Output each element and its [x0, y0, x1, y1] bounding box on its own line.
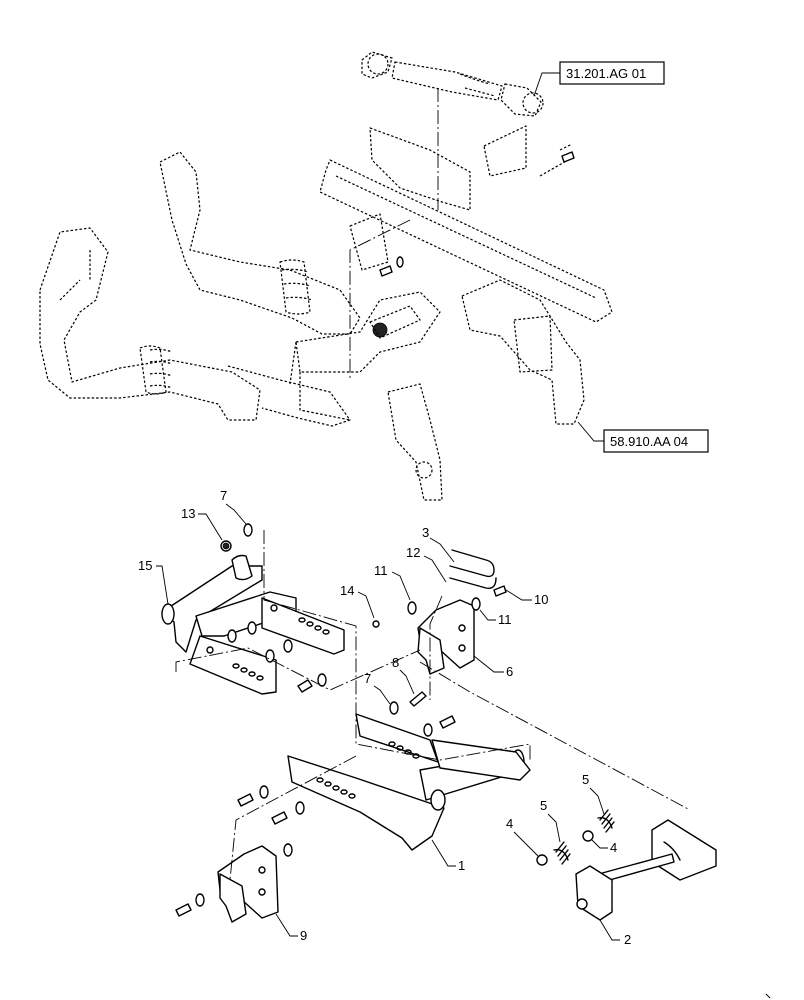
fasteners	[175, 151, 575, 917]
svg-text:6: 6	[506, 664, 513, 679]
svg-text:1: 1	[458, 858, 465, 873]
right-bracket	[461, 279, 585, 425]
svg-text:4: 4	[610, 840, 617, 855]
ref-drive-shaft-label: 31.201.AG 01	[566, 66, 646, 81]
lever-2	[575, 819, 717, 921]
ref-frame[interactable]: 58.910.AA 04	[577, 421, 709, 453]
callout-2[interactable]: 2	[599, 919, 631, 947]
ref-drive-shaft[interactable]: 31.201.AG 01	[533, 61, 665, 97]
svg-text:11: 11	[498, 612, 512, 627]
callout-3[interactable]: 3	[422, 525, 455, 563]
svg-text:4: 4	[506, 816, 513, 831]
callout-5-left[interactable]: 5	[540, 798, 561, 843]
svg-text:13: 13	[181, 506, 195, 521]
callout-14[interactable]: 14	[340, 583, 375, 619]
callout-9[interactable]: 9	[275, 913, 307, 943]
bracket-9	[217, 845, 279, 923]
svg-text:3: 3	[422, 525, 429, 540]
callout-13[interactable]: 13	[181, 506, 223, 541]
callout-7-top[interactable]: 7	[220, 488, 247, 525]
left-lift-arm	[39, 227, 351, 427]
svg-text:7: 7	[220, 488, 227, 503]
callout-7-lower[interactable]: 7	[364, 671, 391, 705]
drive-shaft	[361, 51, 544, 117]
spring-5-a	[553, 841, 571, 865]
washer-4-b	[582, 830, 594, 842]
svg-text:15: 15	[138, 558, 152, 573]
washer-4-a	[536, 854, 548, 866]
callout-1[interactable]: 1	[431, 839, 465, 873]
svg-text:12: 12	[406, 545, 420, 560]
callout-4-right[interactable]: 4	[591, 839, 617, 855]
callout-5-right[interactable]: 5	[582, 772, 605, 815]
callout-11-upper[interactable]: 11	[374, 563, 411, 601]
center-frame	[289, 213, 441, 421]
bracket-6	[417, 599, 475, 675]
svg-text:14: 14	[340, 583, 354, 598]
slot-row-frame1	[316, 741, 420, 799]
svg-text:5: 5	[582, 772, 589, 787]
callout-4-left[interactable]: 4	[506, 816, 539, 857]
svg-text:5: 5	[540, 798, 547, 813]
lower-upright	[387, 383, 443, 501]
callout-12[interactable]: 12	[406, 545, 447, 583]
callout-15[interactable]: 15	[138, 558, 169, 605]
hitch-frame-1	[287, 713, 531, 851]
svg-text:11: 11	[374, 563, 388, 578]
svg-text:7: 7	[364, 671, 371, 686]
spring-5-b	[597, 809, 615, 833]
callout-6[interactable]: 6	[473, 655, 513, 679]
slot-row-upper	[298, 617, 330, 635]
callout-11-lower[interactable]: 11	[479, 609, 512, 627]
svg-text:10: 10	[534, 592, 548, 607]
callout-10[interactable]: 10	[505, 589, 548, 607]
u-bolt-3	[449, 549, 497, 589]
svg-text:9: 9	[300, 928, 307, 943]
slot-row-lower	[232, 663, 264, 681]
corner-mark	[765, 993, 771, 999]
rear-lift-arm	[159, 151, 361, 335]
svg-text:2: 2	[624, 932, 631, 947]
svg-text:8: 8	[392, 655, 399, 670]
ref-frame-label: 58.910.AA 04	[610, 434, 688, 449]
top-frame-rail	[319, 125, 613, 323]
callout-8[interactable]: 8	[392, 655, 415, 695]
